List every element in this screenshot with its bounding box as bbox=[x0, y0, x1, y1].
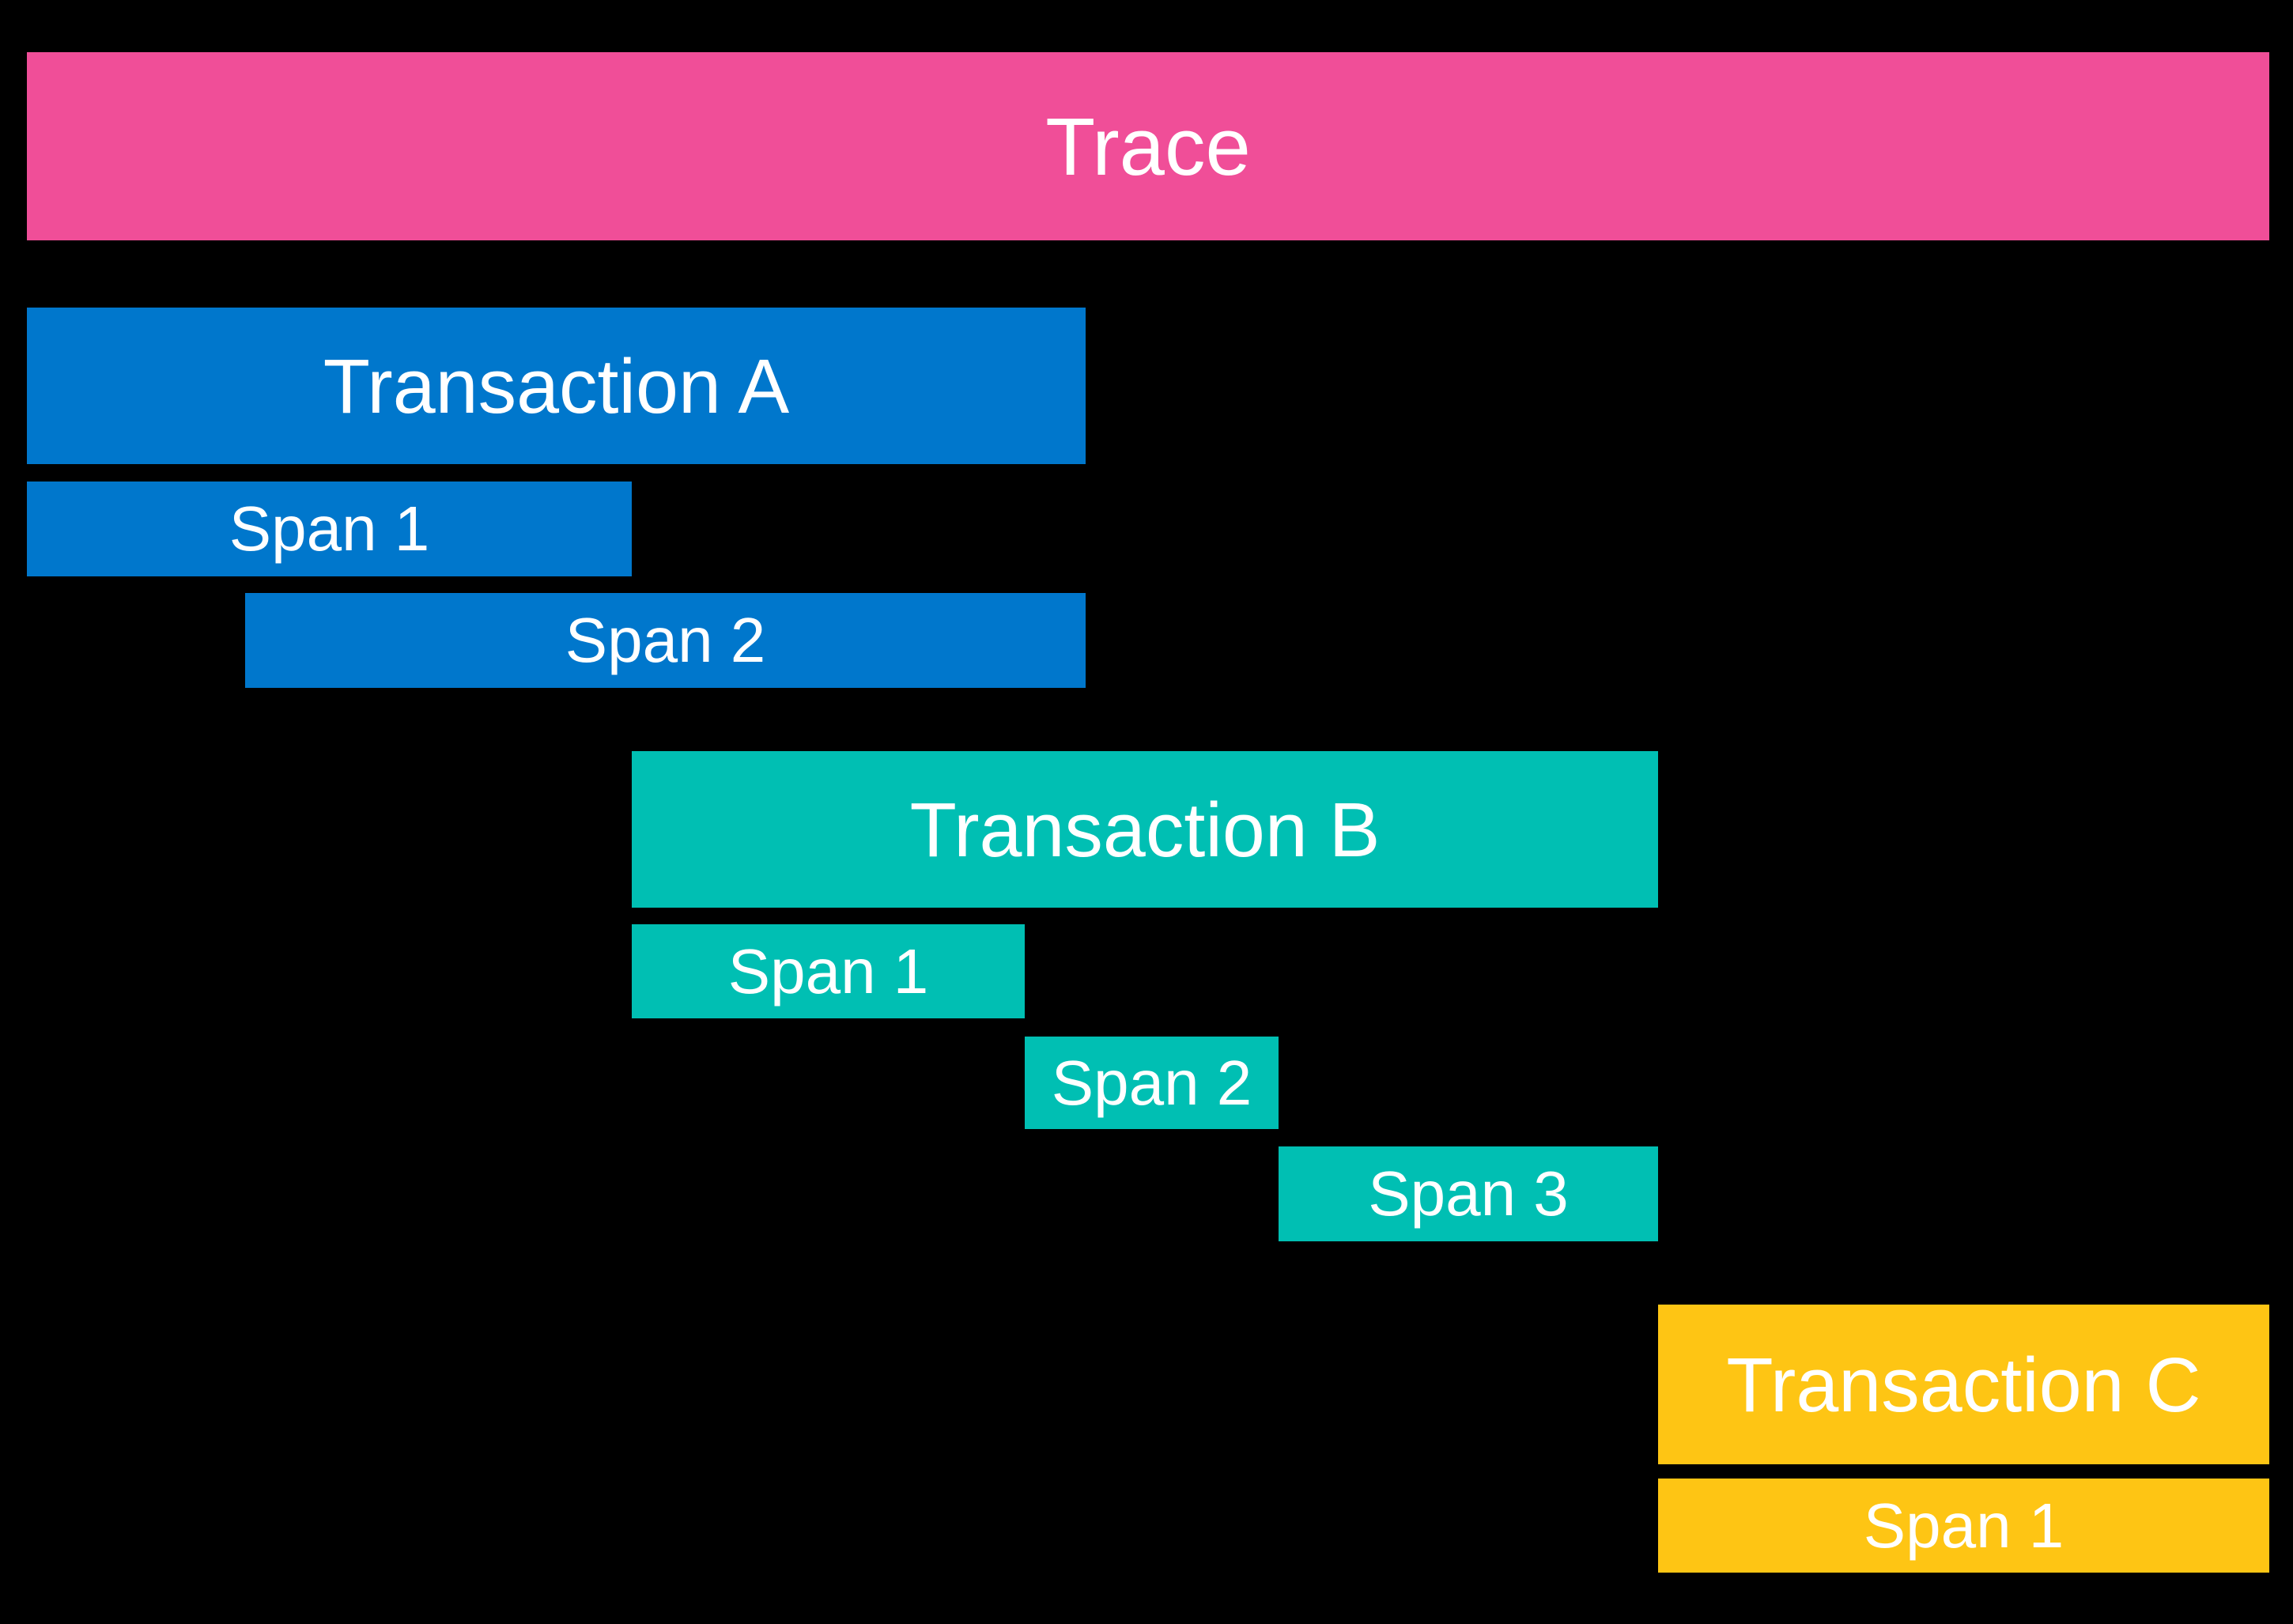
transaction-a-span-1-bar: Span 1 bbox=[27, 482, 632, 576]
transaction-a-span-2-label: Span 2 bbox=[565, 605, 766, 675]
transaction-c-label: Transaction C bbox=[1726, 1341, 2201, 1428]
transaction-b-span-1-label: Span 1 bbox=[727, 935, 929, 1007]
transaction-c-span-1-label: Span 1 bbox=[1863, 1490, 2064, 1561]
transaction-a-bar: Transaction A bbox=[27, 308, 1086, 464]
transaction-a-span-1-label: Span 1 bbox=[229, 493, 430, 564]
transaction-b-span-3-label: Span 3 bbox=[1368, 1158, 1569, 1229]
transaction-a-span-2-bar: Span 2 bbox=[245, 593, 1086, 688]
transaction-b-span-3-bar: Span 3 bbox=[1279, 1146, 1658, 1241]
transaction-b-span-1-bar: Span 1 bbox=[632, 924, 1025, 1018]
transaction-c-span-1-bar: Span 1 bbox=[1658, 1479, 2269, 1573]
transaction-b-span-2-bar: Span 2 bbox=[1025, 1037, 1279, 1129]
transaction-b-span-2-label: Span 2 bbox=[1051, 1047, 1252, 1118]
transaction-c-bar: Transaction C bbox=[1658, 1305, 2269, 1464]
trace-bar: Trace bbox=[27, 52, 2269, 240]
transaction-a-label: Transaction A bbox=[323, 342, 790, 429]
trace-label: Trace bbox=[1045, 100, 1251, 192]
transaction-b-label: Transaction B bbox=[909, 786, 1381, 873]
transaction-b-bar: Transaction B bbox=[632, 751, 1658, 908]
